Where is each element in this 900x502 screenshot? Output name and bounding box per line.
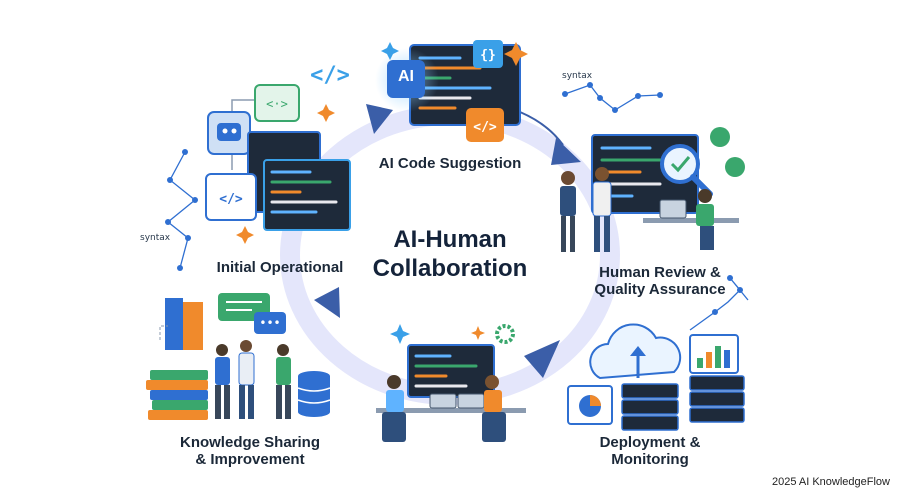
team-workstation-illustration	[376, 324, 526, 442]
arrow-to-knowledge	[314, 287, 340, 318]
label-knowledge-line1: Knowledge Sharing	[179, 434, 320, 451]
label-ai-code-suggestion: AI Code Suggestion	[360, 155, 540, 172]
label-deployment-line2: Monitoring	[611, 451, 689, 469]
ai-suggestion-illustration: {} </>	[375, 40, 528, 142]
center-title-line1: AI-Human	[393, 226, 507, 253]
footer-credit: 2025 AI KnowledgeFlow	[771, 476, 890, 488]
svg-text:</>: </>	[310, 63, 350, 88]
svg-text:</>: </>	[473, 120, 497, 135]
arrow-to-ai-suggestion	[366, 104, 393, 134]
arrow-to-human-review	[551, 138, 581, 165]
cycle-arrows	[314, 104, 581, 378]
label-initial-operational-text: Initial Operational	[216, 259, 344, 276]
knowledge-sharing-illustration: •••	[146, 293, 331, 420]
label-human-review: Human Review & Quality Assurance	[560, 264, 760, 299]
label-deployment-line1: Deployment &	[599, 434, 701, 451]
deployment-illustration	[567, 275, 749, 431]
svg-text:•••: •••	[259, 316, 280, 330]
center-title: AI-Human Collaboration	[330, 226, 570, 284]
label-deployment: Deployment & Monitoring	[570, 434, 730, 469]
label-knowledge-sharing: Knowledge Sharing & Improvement	[150, 434, 350, 469]
svg-text:</>: </>	[219, 192, 243, 207]
svg-text:{}: {}	[480, 48, 496, 63]
syntax-tag-top: syntax	[562, 71, 593, 81]
svg-text:<·>: <·>	[266, 97, 288, 111]
arrow-to-deployment	[524, 340, 560, 378]
label-knowledge-line2: & Improvement	[195, 451, 305, 469]
label-human-review-line1: Human Review &	[599, 264, 721, 281]
center-title-line2: Collaboration	[372, 254, 528, 282]
label-human-review-line2: Quality Assurance	[594, 281, 726, 299]
ai-badge-label: AI	[398, 68, 414, 85]
human-review-illustration	[560, 82, 745, 252]
label-initial-operational: Initial Operational	[200, 259, 360, 276]
arrow-curve-top-right	[519, 111, 564, 146]
syntax-tag-left: syntax	[140, 233, 171, 243]
label-ai-code-suggestion-text: AI Code Suggestion	[378, 155, 522, 172]
initial-operational-illustration: <·> </> </>	[165, 63, 351, 271]
